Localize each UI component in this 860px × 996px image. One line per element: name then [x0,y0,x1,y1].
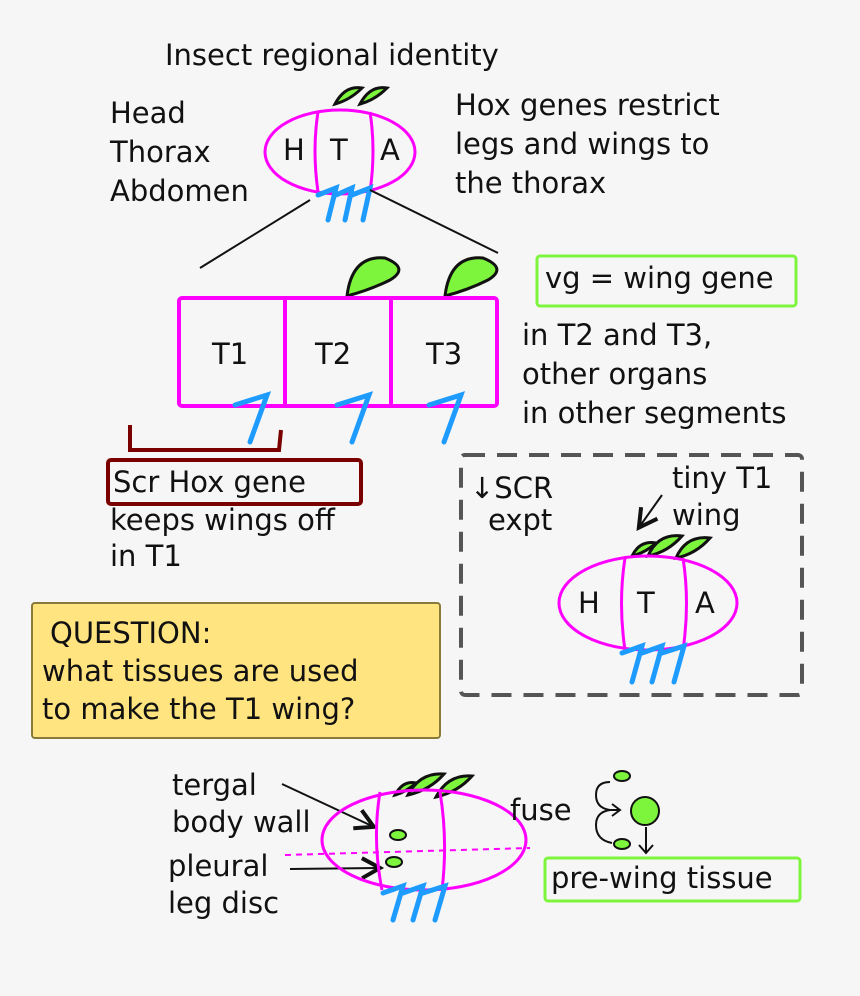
vg-note-line: other organs [522,357,707,391]
tiny-wing-label: wing [672,498,741,532]
bug-label-a: A [380,133,400,167]
arrow-icon [289,868,378,869]
fused-tissue-icon [630,796,660,826]
bug-label-t: T [329,133,348,167]
zoom-lines [199,189,499,269]
diagram-title: Insect regional identity [165,38,499,72]
hox-note-line: the thorax [455,166,606,200]
tergal-label: body wall [172,805,311,839]
label-abdomen: Abdomen [110,174,249,208]
tissue-blob-icon [613,770,631,782]
scr-note-line: keeps wings off [110,503,336,537]
question-heading: QUESTION: [50,616,211,650]
scr-note-line: in T1 [110,539,182,573]
vg-note-line: in other segments [522,396,786,430]
scr-box-label: Scr Hox gene [113,465,306,499]
experiment-label: expt [488,503,552,537]
bug-label-h: H [283,133,305,167]
scr-bracket [128,425,283,452]
vg-box [535,254,798,308]
insect-experiment: H T A [557,534,739,685]
bug-label-a: A [695,586,715,620]
vg-box-label: vg = wing gene [545,261,774,295]
bug-label-t: T [636,586,655,620]
arrow-icon [611,803,622,817]
segment-t2: T2 [314,337,351,371]
arrow-icon [638,827,654,855]
label-thorax: Thorax [109,135,211,169]
pre-wing-label: pre-wing tissue [551,861,773,895]
arrow-icon [281,783,372,826]
tergal-label: tergal [172,768,257,802]
experiment-box [459,453,804,697]
question-box [31,602,441,739]
pleural-label: pleural [168,849,268,883]
pre-wing-box [543,856,802,903]
tissue-blob-icon [613,838,631,850]
experiment-label: ↓SCR [470,471,553,505]
arrow-icon [640,494,663,526]
hox-note-line: Hox genes restrict [455,88,720,122]
question-line: what tissues are used [42,654,359,688]
hox-note-line: legs and wings to [455,127,709,161]
fuse-brace-icon [594,781,620,844]
segment-t3: T3 [425,337,462,371]
bug-label-h: H [578,586,600,620]
insect-bottom [284,772,531,923]
insect-top: H T A [263,86,417,223]
fuse-label: fuse [510,793,572,827]
thorax-segments: T1 T2 T3 [177,256,499,445]
segment-t1: T1 [211,337,248,371]
pleural-label: leg disc [168,886,279,920]
vg-note-line: in T2 and T3, [522,318,712,352]
tiny-wing-label: tiny T1 [672,461,772,495]
question-line: to make the T1 wing? [42,692,355,726]
scr-box [106,458,363,506]
label-head: Head [110,96,186,130]
